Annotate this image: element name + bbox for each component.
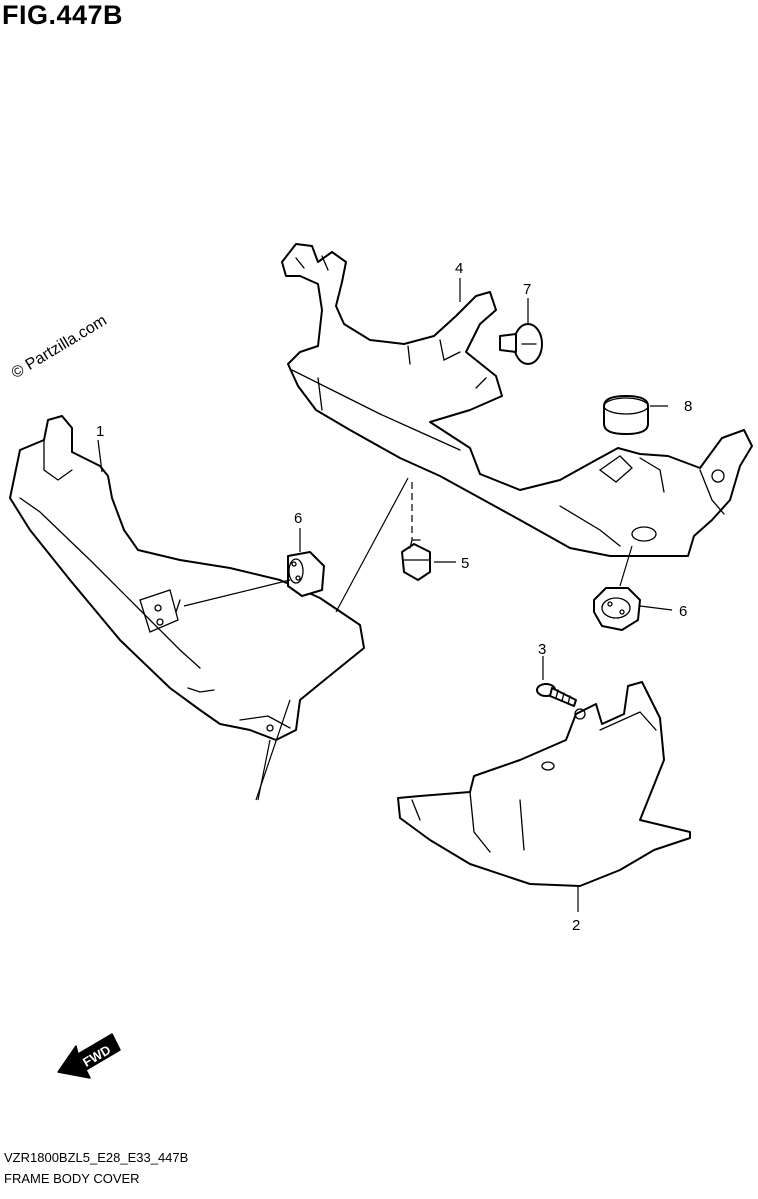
diagram-caption: FRAME BODY COVER bbox=[4, 1171, 140, 1186]
leader-lines bbox=[97, 278, 673, 912]
callout-7: 7 bbox=[523, 281, 531, 298]
leader-6b bbox=[619, 545, 633, 587]
leader-6a-to-cover bbox=[183, 579, 291, 607]
callout-3: 3 bbox=[538, 641, 546, 658]
callout-4: 4 bbox=[455, 260, 463, 277]
callout-5: 5 bbox=[461, 555, 469, 572]
fwd-arrow-icon: FWD bbox=[57, 1033, 121, 1079]
part-2-lower-cover[interactable] bbox=[397, 681, 691, 887]
leader-5-to-cover bbox=[335, 477, 409, 613]
callout-8: 8 bbox=[684, 398, 692, 415]
callout-6a: 6 bbox=[294, 510, 302, 527]
part-5-clip[interactable] bbox=[401, 539, 431, 581]
diagram-code: VZR1800BZL5_E28_E33_447B bbox=[4, 1150, 189, 1165]
part-6a-grommet[interactable] bbox=[287, 551, 325, 597]
part-4-upper-cover[interactable] bbox=[281, 243, 753, 557]
callout-labels: 1 2 3 4 5 6 6 7 8 bbox=[96, 260, 692, 934]
leader-cover-b bbox=[257, 739, 271, 801]
part-1-left-cover[interactable] bbox=[9, 415, 365, 741]
part-6b-grommet[interactable] bbox=[593, 587, 641, 631]
figure-title: FIG.447B bbox=[2, 0, 124, 30]
callout-6b: 6 bbox=[679, 603, 687, 620]
part-8-cushion[interactable] bbox=[603, 395, 649, 435]
leader-1 bbox=[97, 439, 103, 473]
callout-2: 2 bbox=[572, 917, 580, 934]
leader-6b-label bbox=[639, 605, 673, 611]
part-3-screw[interactable] bbox=[536, 683, 577, 707]
callout-1: 1 bbox=[96, 423, 104, 440]
part-7-rivet[interactable] bbox=[499, 323, 543, 365]
